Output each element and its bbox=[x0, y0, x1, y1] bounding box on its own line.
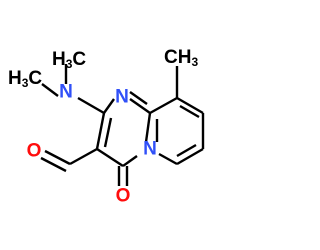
bond-c7-c6-double bbox=[176, 143, 197, 158]
methyl-upper-left: H3C bbox=[52, 49, 86, 72]
bond-c2-n1 bbox=[103, 98, 115, 114]
methyl-top-right: CH3 bbox=[164, 47, 198, 70]
atom-n-ring-lower: N bbox=[143, 139, 157, 160]
bond-c9a-c9 bbox=[149, 96, 178, 115]
bond-c6-n5 bbox=[158, 152, 178, 166]
atom-n-ring-upper: N bbox=[115, 87, 129, 108]
bond-n1-c9a-double bbox=[129, 91, 148, 105]
bond-c9a-n5 bbox=[144, 112, 152, 143]
methyl-top-right-sub: 3 bbox=[191, 55, 198, 69]
bond-cho-o-a bbox=[44, 149, 71, 166]
methyl-lower-left-c: C bbox=[28, 68, 42, 89]
bond-c3-cho bbox=[69, 147, 98, 166]
methyl-lower-left: H3C bbox=[8, 68, 42, 91]
molecule-canvas: N N N O O H3C H3C CH3 bbox=[8, 46, 205, 207]
bond-n-methyl-lower bbox=[41, 83, 59, 97]
methyl-upper-left-h: H bbox=[52, 49, 66, 70]
atom-o-carbonyl: O bbox=[116, 186, 131, 207]
atom-o-aldehyde: O bbox=[27, 141, 42, 162]
methyl-lower-left-sub: 3 bbox=[22, 76, 29, 90]
bond-n1-c9a bbox=[129, 98, 151, 114]
bond-c3-c4 bbox=[96, 147, 124, 168]
bond-c2-c3-inner bbox=[103, 117, 113, 148]
methyl-upper-left-c: C bbox=[72, 49, 86, 70]
methyl-top-right-ch: CH bbox=[164, 47, 191, 68]
atom-n-dimethylamino: N bbox=[59, 82, 73, 103]
bond-c2-c3 bbox=[95, 112, 106, 150]
bond-c7-c6 bbox=[176, 147, 204, 166]
bond-c4-n5 bbox=[122, 155, 138, 167]
bond-c9-c8-double bbox=[179, 104, 200, 119]
bond-cho-o-b bbox=[40, 156, 67, 173]
bond-c2-nme2 bbox=[77, 96, 105, 115]
bond-c9-c8 bbox=[176, 96, 204, 115]
methyl-upper-left-sub: 3 bbox=[66, 57, 73, 71]
molecule-structure: N N N O O H3C H3C CH3 bbox=[8, 47, 205, 207]
methyl-lower-left-h: H bbox=[8, 68, 22, 89]
